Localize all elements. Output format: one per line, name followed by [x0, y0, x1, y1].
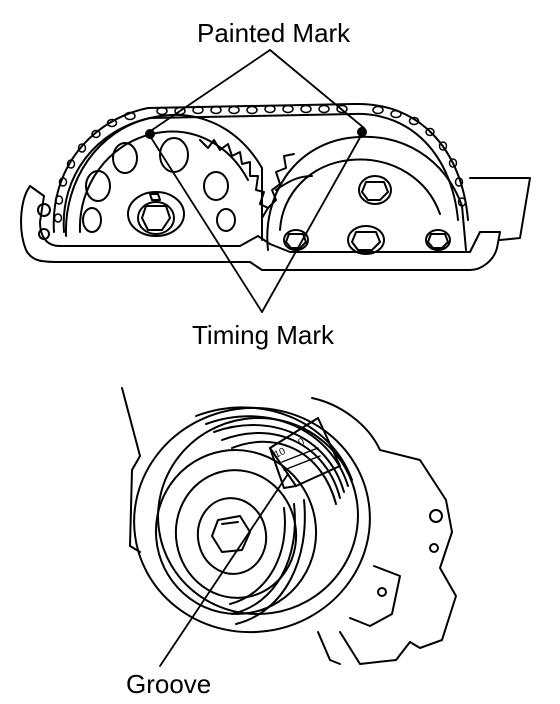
cam-housing [20, 177, 531, 271]
left-sprocket-bolt-icon [141, 205, 171, 231]
housing-bolt-right-icon [425, 229, 451, 251]
crank-bolt-icon [211, 515, 251, 553]
right-sprocket-center-bolt-icon [347, 225, 385, 255]
engine-block [121, 387, 457, 665]
housing-bolt-left-icon [283, 229, 309, 251]
pulley-scale-numbers: 10 0 [273, 436, 307, 461]
leader-lines-top [149, 49, 365, 313]
scale-mark-0: 0 [297, 436, 307, 449]
timing-chain [52, 102, 469, 233]
sprocket-teeth [199, 139, 295, 219]
groove-leader-line [159, 473, 289, 667]
right-sprocket-bolt-icon [358, 175, 392, 205]
timing-scale-plate [269, 417, 341, 489]
scale-mark-10: 10 [273, 446, 288, 461]
painted-mark-dots [145, 127, 367, 139]
groove-label: Groove [126, 669, 212, 699]
timing-mark-label: Timing Mark [192, 320, 335, 350]
painted-mark-label: Painted Mark [197, 18, 351, 48]
crank-pulley [133, 406, 371, 634]
